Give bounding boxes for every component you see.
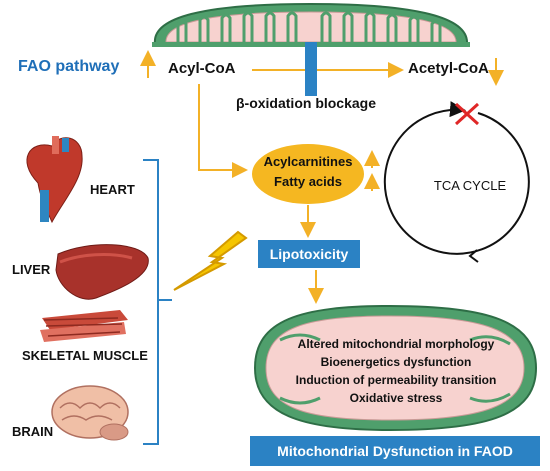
acyl-to-accumulation-arrow xyxy=(198,84,248,178)
top-mitochondrion-icon xyxy=(152,2,470,47)
tca-cycle-icon xyxy=(383,101,530,263)
fao-pathway-label: FAO pathway xyxy=(18,58,120,75)
beta-oxidation-blockage-label: β-oxidation blockage xyxy=(236,95,377,111)
heart-icon xyxy=(26,136,83,224)
organ-brain-label: BRAIN xyxy=(12,424,54,439)
organ-skeletal-muscle-label: SKELETAL MUSCLE xyxy=(22,348,148,363)
accumulation-oval xyxy=(252,144,364,204)
dysfunction-item: Oxidative stress xyxy=(349,391,443,405)
lightning-bolt-icon xyxy=(173,230,248,291)
blocked-cross-icon xyxy=(454,102,480,126)
acetyl-coa-label: Acetyl-CoA xyxy=(408,60,489,77)
dysfunction-item: Altered mitochondrial morphology xyxy=(297,337,495,351)
organ-liver-label: LIVER xyxy=(12,262,51,277)
liver-icon xyxy=(55,244,149,300)
dysfunction-item: Induction of permeability transition xyxy=(295,373,497,387)
beta-oxidation-block-bar xyxy=(305,42,317,96)
fatty-acids-label: Fatty acids xyxy=(274,174,342,189)
dysfunction-item: Bioenergetics dysfunction xyxy=(320,355,472,369)
organs-bracket xyxy=(143,159,159,445)
tca-cycle-label: TCA CYCLE xyxy=(433,178,507,193)
organ-heart-label: HEART xyxy=(90,182,135,197)
lipotoxicity-box: Lipotoxicity xyxy=(258,240,360,268)
brain-icon xyxy=(51,385,129,441)
footer-title-box: Mitochondrial Dysfunction in FAOD xyxy=(250,436,540,466)
skeletal-muscle-icon xyxy=(40,310,128,342)
acyl-coa-label: Acyl-CoA xyxy=(168,60,236,77)
bottom-mitochondrion-icon xyxy=(253,304,538,432)
acylcarnitines-label: Acylcarnitines xyxy=(263,154,353,169)
